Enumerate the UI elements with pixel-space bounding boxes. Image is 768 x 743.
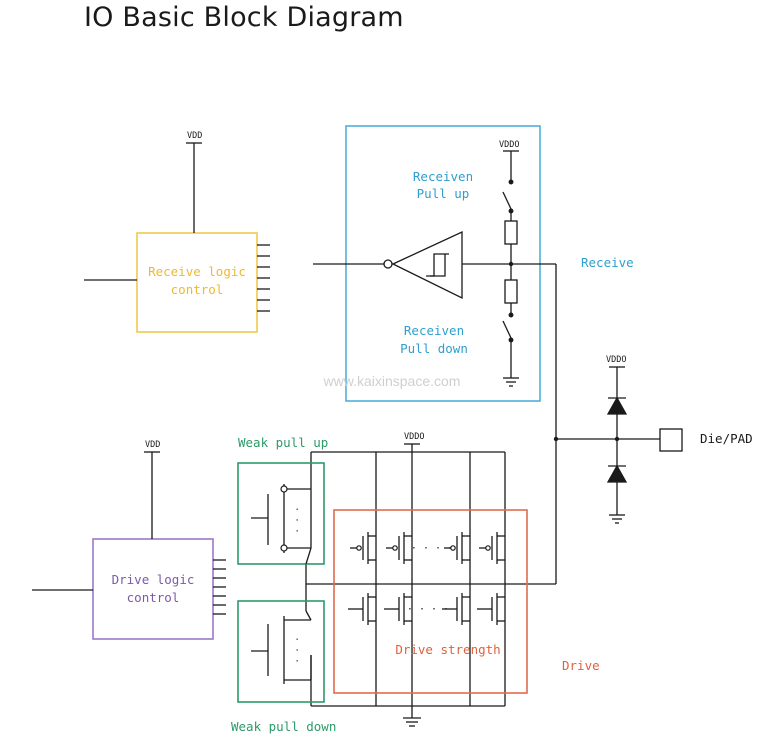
drive-pmos-finger-4 xyxy=(479,532,505,564)
page-title: IO Basic Block Diagram xyxy=(84,2,404,33)
drive-fingers-dots-top: · · · · xyxy=(411,543,453,554)
vdd-receive-label: VDD xyxy=(187,131,202,141)
drive-logic-block: VDD Drive logic control xyxy=(32,440,226,640)
schmitt-buffer-symbol xyxy=(391,230,463,300)
weak-down-dots: · · · xyxy=(291,636,301,663)
drive-network xyxy=(251,443,556,727)
receive-logic-block: VDD Receive logic control xyxy=(84,131,270,333)
weak-pull-up-pmos: · · · xyxy=(237,462,325,565)
drive-logic-label: Drive logic xyxy=(112,572,195,587)
receive-label: Receive xyxy=(581,255,634,270)
drive-nmos-finger-4 xyxy=(477,593,505,625)
receive-logic-label-line2: control xyxy=(171,282,224,297)
vddo-receive-label: VDDO xyxy=(499,140,519,150)
drive-nmos-finger-2 xyxy=(384,593,412,625)
esd-diode-lower xyxy=(606,464,628,483)
vddo-pad-label: VDDO xyxy=(606,355,626,365)
drive-label: Drive xyxy=(562,658,600,673)
esd-diode-upper xyxy=(606,396,628,415)
drive-pmos-finger-3 xyxy=(444,532,470,564)
weak-pull-down-nmos: · · · xyxy=(237,600,325,703)
weak-pull-up-label: Weak pull up xyxy=(238,435,328,450)
die-pad-square xyxy=(659,428,683,452)
receiven-pullup-label-line2: Pull up xyxy=(417,186,470,201)
drive-pmos-finger-1 xyxy=(350,532,376,564)
drive-nmos-finger-1 xyxy=(348,593,376,625)
inverter-bubble xyxy=(383,259,393,269)
receive-block: VDDO Receiven Pull up Receiven Pull down xyxy=(313,125,556,402)
vdd-drive-label: VDD xyxy=(145,440,160,450)
receive-logic-label: Receive logic xyxy=(148,264,246,279)
weak-pull-down-label: Weak pull down xyxy=(231,719,336,734)
receiven-pullup-label: Receiven xyxy=(413,169,473,184)
receiven-pulldown-label-line2: Pull down xyxy=(400,341,468,356)
drive-logic-label-line2: control xyxy=(127,590,180,605)
drive-nmos-finger-3 xyxy=(442,593,470,625)
pad-network: VDDO Die/PAD xyxy=(553,264,753,584)
weak-up-dots: · · · xyxy=(291,506,301,533)
watermark: www.kaixinspace.com xyxy=(323,373,461,389)
drive-strength-label: Drive strength xyxy=(395,642,500,657)
drive-fingers-dots-bottom: · · · · xyxy=(407,604,449,615)
drive-strength-block: · · · · · · · · Drive strength xyxy=(333,509,528,694)
die-pad-label: Die/PAD xyxy=(700,431,753,446)
vddo-drive-label: VDDO xyxy=(404,432,424,442)
drive-pmos-finger-2 xyxy=(386,532,412,564)
receiven-pulldown-label: Receiven xyxy=(404,323,464,338)
